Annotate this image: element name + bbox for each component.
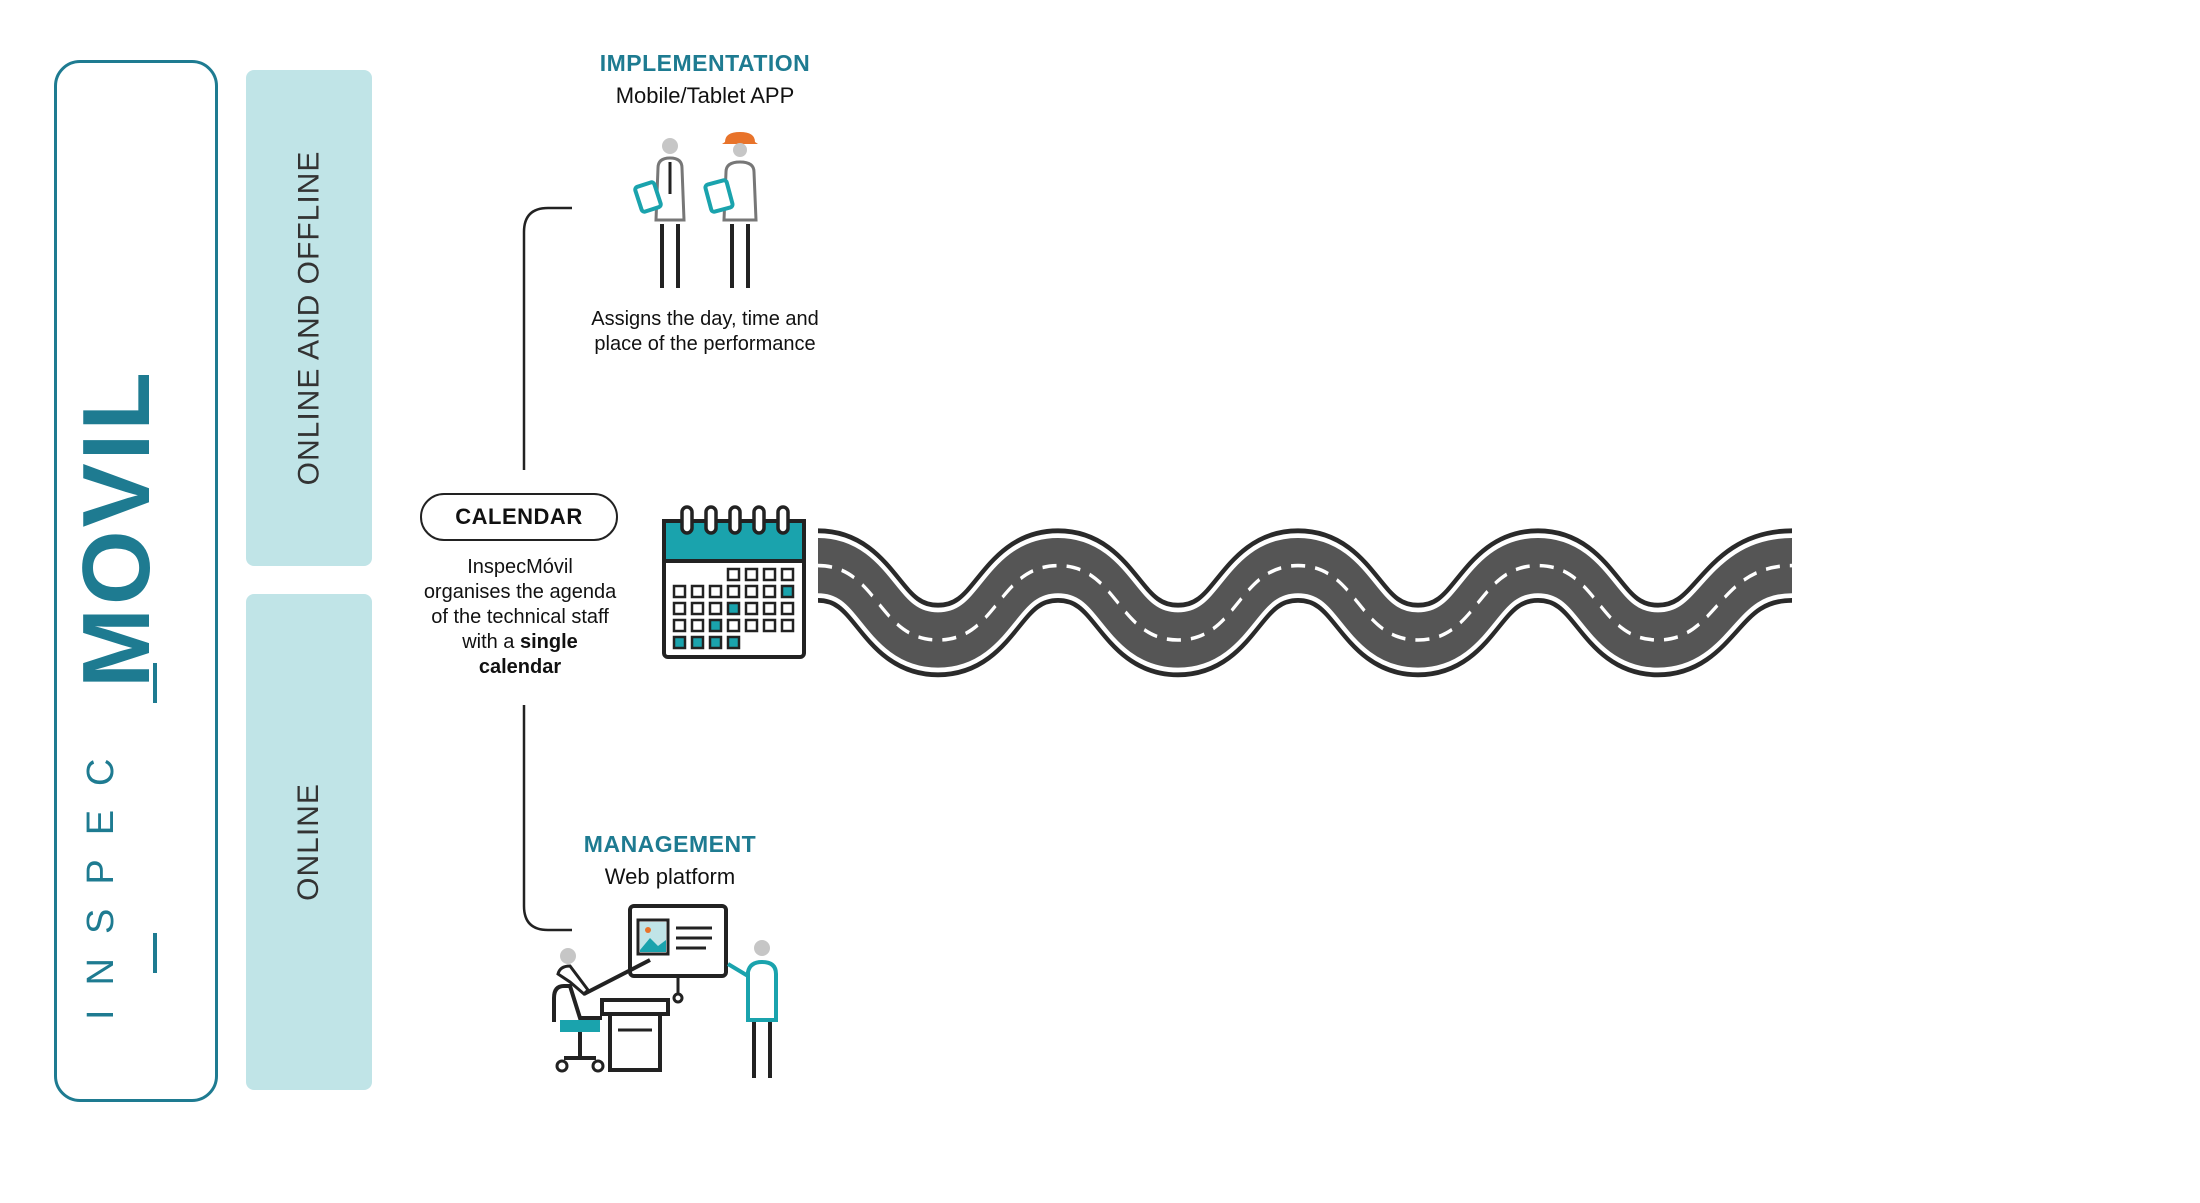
calendar-icon <box>662 505 806 659</box>
calendar-day-cell <box>672 601 687 616</box>
calendar-day-cell <box>744 618 759 633</box>
calendar-day-cell <box>762 618 777 633</box>
implementation-desc-line2: place of the performance <box>594 333 816 355</box>
calendar-day-cell <box>708 635 723 650</box>
calendar-day-cell <box>708 618 723 633</box>
implementation-desc-line1: Assigns the day, time and <box>591 308 819 330</box>
calendar-day-cell <box>744 601 759 616</box>
calendar-day-cell <box>726 618 741 633</box>
winding-road-icon <box>815 528 1794 678</box>
workers-icon <box>633 132 758 288</box>
calendar-desc-line5: calendar <box>400 655 640 680</box>
management-title: MANAGEMENT <box>583 831 757 857</box>
calendar-day-cell <box>672 584 687 599</box>
calendar-day-cell <box>780 618 795 633</box>
calendar-day-cell <box>690 635 705 650</box>
brand-rule-bottom <box>153 933 157 973</box>
calendar-desc-line3: of the technical staff <box>431 606 609 628</box>
calendar-day-cell <box>762 601 777 616</box>
calendar-day-cell <box>690 584 705 599</box>
calendar-desc-line4-prefix: with a <box>462 631 520 653</box>
calendar-day-cell <box>780 601 795 616</box>
calendar-desc-line2: organises the agenda <box>423 581 617 603</box>
calendar-day-cell <box>690 601 705 616</box>
calendar-pill: CALENDAR <box>420 493 618 541</box>
calendar-desc-line5-bold: calendar <box>478 656 562 678</box>
calendar-day-cell <box>726 601 741 616</box>
calendar-day-cell <box>780 567 795 582</box>
calendar-day-cell <box>744 584 759 599</box>
calendar-day-cell <box>726 635 741 650</box>
implementation-title: IMPLEMENTATION <box>599 50 811 76</box>
calendar-day-cell <box>708 601 723 616</box>
calendar-day-cell <box>708 584 723 599</box>
implementation-description: Assigns the day, time and place of the p… <box>545 307 865 357</box>
calendar-desc-line4: with a single <box>400 630 640 655</box>
calendar-day-cell <box>726 584 741 599</box>
calendar-day-cell <box>744 567 759 582</box>
management-subtitle: Web platform <box>604 864 736 889</box>
calendar-day-cell <box>762 584 777 599</box>
calendar-day-cell <box>672 618 687 633</box>
calendar-description: InspecMóvil organises the agenda of the … <box>400 555 640 680</box>
brand-rule-top <box>153 663 157 703</box>
mode-panel-online-offline: ONLINE AND OFFLINE <box>246 70 372 566</box>
calendar-day-cell <box>672 635 687 650</box>
calendar-day-cell <box>780 584 795 599</box>
web-platform-icon <box>552 904 778 1078</box>
calendar-desc-line4-bold: single <box>520 631 578 653</box>
implementation-subtitle: Mobile/Tablet APP <box>615 83 795 108</box>
calendar-day-cell <box>690 618 705 633</box>
calendar-desc-line1: InspecMóvil <box>467 556 573 578</box>
calendar-day-cell <box>726 567 741 582</box>
calendar-day-cell <box>762 567 777 582</box>
mode-panel-online: ONLINE <box>246 594 372 1090</box>
brand-box: INSPEC MOVIL <box>54 60 218 1102</box>
